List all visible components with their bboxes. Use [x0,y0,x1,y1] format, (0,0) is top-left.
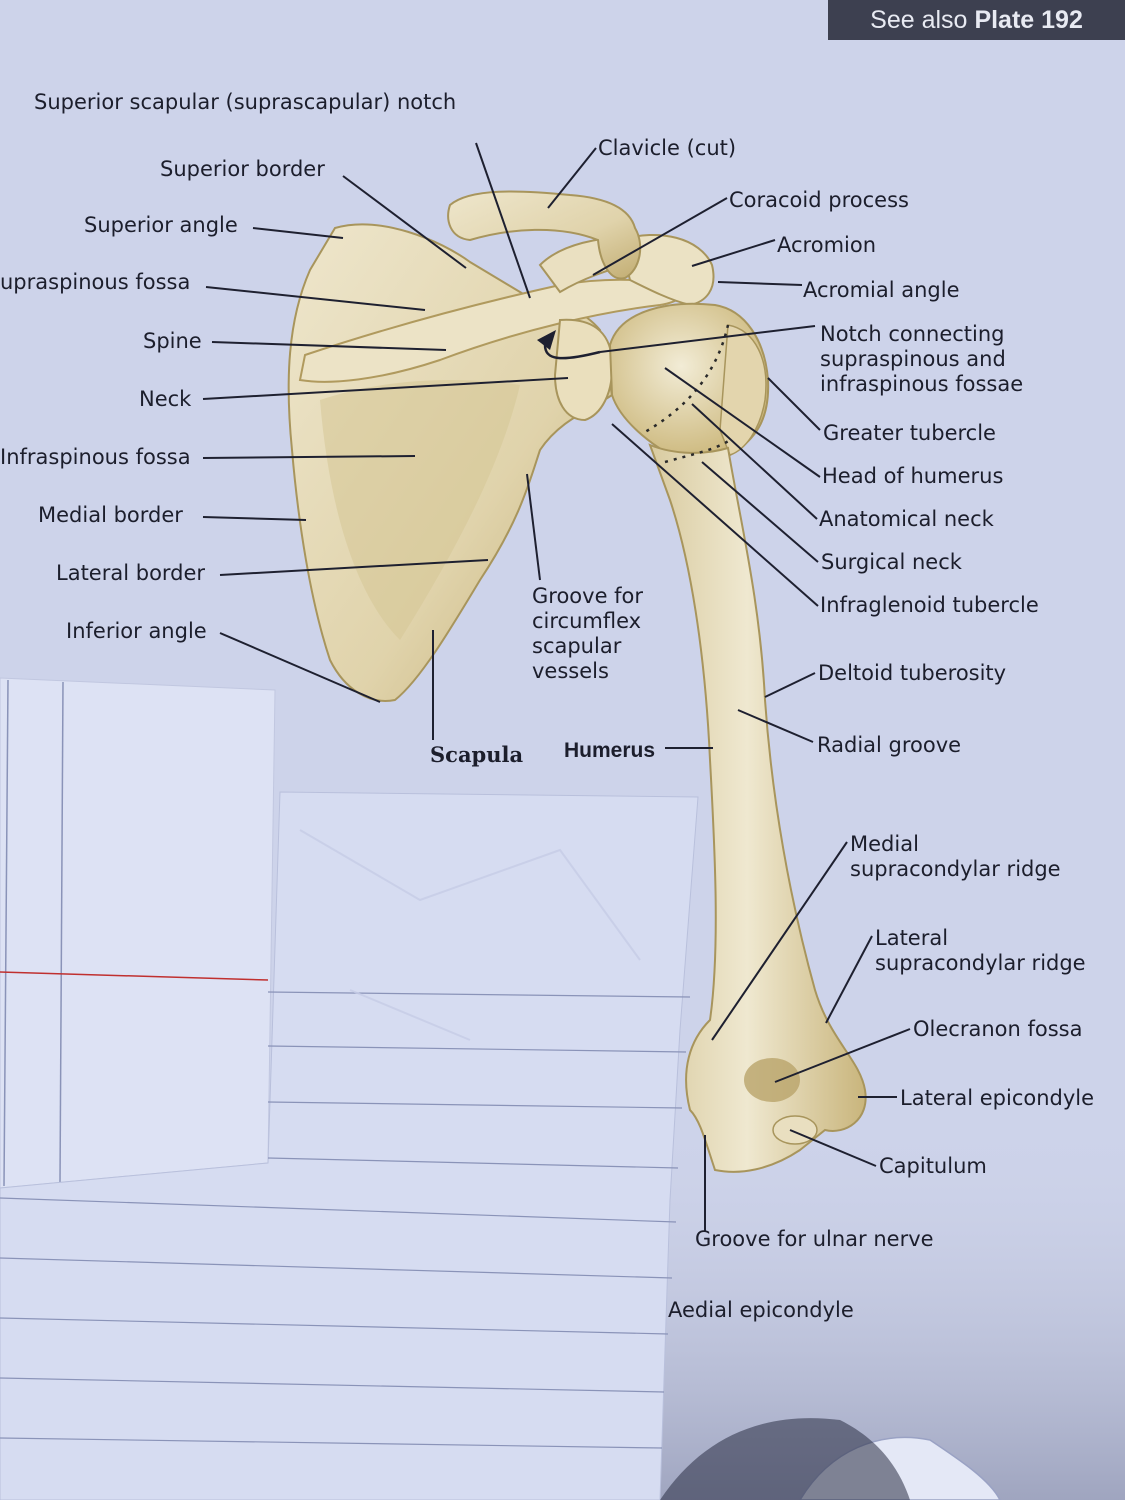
label-anatomical-neck: Anatomical neck [819,507,994,531]
label-infraspinous-fossa: Infraspinous fossa [0,445,191,469]
label-medial-epicondyle: Aedial epicondyle [668,1298,854,1322]
label-capitulum: Capitulum [879,1154,987,1178]
notebook-paper-bottom [0,791,699,1500]
label-notch-connecting-line2: supraspinous and [820,347,1006,371]
label-humerus: Humerus [564,739,656,762]
label-suprascapular-notch: Superior scapular (suprascapular) notch [34,90,457,114]
label-groove-circumflex-line2: circumflex [532,609,642,633]
label-superior-border: Superior border [160,157,325,181]
label-head-of-humerus: Head of humerus [822,464,1004,488]
humerus-bone [608,302,867,1173]
notch-arrow [537,330,556,350]
label-lateral-supracondylar-line2: supracondylar ridge [875,951,1086,975]
notebook-paper-left [0,677,276,1189]
leader-lines [202,142,911,1232]
label-scapula: Scapula [430,742,524,767]
plate-prefix: See also [870,5,968,34]
label-notch-connecting-line1: Notch connecting [820,322,1005,346]
label-notch-connecting: Notch connecting supraspinous and infras… [820,322,1023,397]
label-supraspinous-fossa: upraspinous fossa [0,270,191,294]
plate-number: Plate 192 [974,5,1083,34]
label-greater-tubercle: Greater tubercle [823,421,996,445]
label-radial-groove: Radial groove [817,733,962,757]
label-groove-circumflex-line4: vessels [532,659,609,683]
label-notch-connecting-line3: infraspinous fossae [820,372,1024,396]
label-groove-circumflex-line3: scapular [532,634,622,658]
label-lateral-supracondylar-line1: Lateral [875,926,949,950]
label-medial-supracondylar-line2: supracondylar ridge [850,857,1061,881]
label-lateral-border: Lateral border [56,561,206,585]
plate-reference-box: See also Plate 192 [828,0,1125,40]
label-lateral-epicondyle: Lateral epicondyle [900,1086,1095,1110]
label-spine: Spine [143,329,202,353]
label-medial-supracondylar-line1: Medial [850,832,919,856]
clavicle-bone [447,190,642,280]
label-medial-supracondylar-ridge: Medial supracondylar ridge [850,832,1061,882]
label-groove-ulnar-nerve: Groove for ulnar nerve [695,1227,934,1251]
label-surgical-neck: Surgical neck [821,550,962,574]
label-acromion: Acromion [777,233,877,257]
label-superior-angle: Superior angle [84,213,238,237]
label-groove-circumflex: Groove for circumflex scapular vessels [532,584,643,684]
label-acromial-angle: Acromial angle [803,278,960,302]
hand-shadow [660,1418,910,1500]
label-lateral-supracondylar-ridge: Lateral supracondylar ridge [875,926,1086,976]
label-coracoid-process: Coracoid process [729,188,909,212]
label-medial-border: Medial border [38,503,183,527]
label-deltoid-tuberosity: Deltoid tuberosity [818,661,1007,685]
label-groove-circumflex-line1: Groove for [532,584,644,608]
label-inferior-angle: Inferior angle [66,619,207,643]
label-infraglenoid-tubercle: Infraglenoid tubercle [820,593,1039,617]
notch-pointer-curve [543,344,601,360]
label-olecranon-fossa: Olecranon fossa [913,1017,1083,1041]
label-clavicle: Clavicle (cut) [598,136,737,160]
scapula-bone [287,223,715,702]
label-neck: Neck [139,387,192,411]
